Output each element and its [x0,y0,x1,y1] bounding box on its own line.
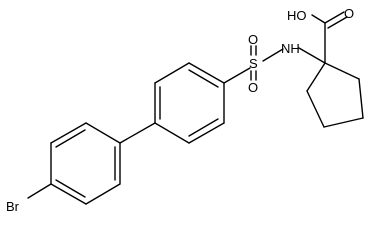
molecule-drawing: HO O NH S O O Br [6,6,364,214]
bromophenyl-ring [50,122,121,205]
carbonyl-oxygen-label: O [344,6,354,21]
hydroxyl-label: HO [287,8,307,23]
chemical-structure-canvas: HO O NH S O O Br [6,6,364,214]
bromine-bond [27,183,52,199]
sulfur-nitrogen-bond [262,48,284,62]
sulfur-label: S [249,56,258,71]
cyclopentane-ring [306,62,364,128]
sulfonyl-oxygen-bottom-label: O [248,80,258,95]
amine-label: NH [281,41,300,56]
biaryl-bond [119,122,156,144]
bromine-label: Br [6,199,20,214]
sulfonyl-oxygen-bonds [250,45,257,81]
nitrogen-carbon-bond [298,47,326,64]
aryl-sulfur-bond [223,67,251,84]
carboxyl-group [311,11,348,64]
sulfonyl-oxygen-top-label: O [248,32,258,47]
sulfonylphenyl-ring [154,62,225,144]
